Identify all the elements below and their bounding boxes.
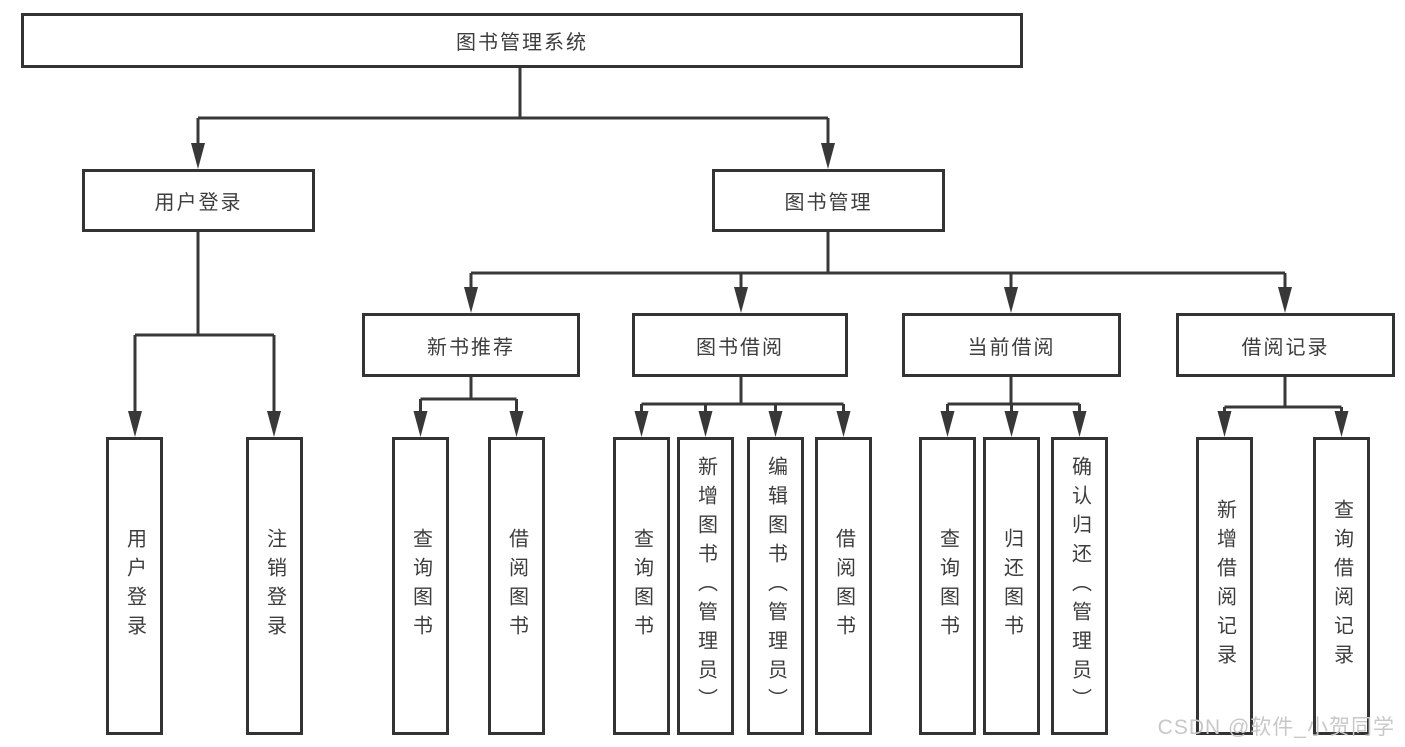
node-new-book-recommend-label: 新书推荐 <box>427 336 515 359</box>
leaf-query-books-recommend-label: 查询图书 <box>409 528 432 644</box>
leaf-add-book-admin: 新增图书（管理员） <box>677 437 734 735</box>
leaf-return-book-label: 归还图书 <box>1000 528 1023 644</box>
leaf-add-book-admin-label: 新增图书（管理员） <box>694 455 717 717</box>
leaf-query-books-borrow-label: 查询图书 <box>630 528 653 644</box>
leaf-add-borrow-record: 新增借阅记录 <box>1196 437 1253 735</box>
leaf-return-book: 归还图书 <box>983 437 1040 735</box>
node-book-management: 图书管理 <box>712 169 945 232</box>
node-user-login-label: 用户登录 <box>154 192 243 214</box>
leaf-query-borrow-record-label: 查询借阅记录 <box>1330 499 1353 673</box>
node-book-borrow: 图书借阅 <box>632 313 848 377</box>
leaf-borrow-books-2: 借阅图书 <box>815 437 872 735</box>
leaf-user-login: 用户登录 <box>106 437 163 735</box>
leaf-query-borrow-record: 查询借阅记录 <box>1313 437 1370 735</box>
node-borrow-records-label: 借阅记录 <box>1241 336 1330 359</box>
leaf-user-login-label: 用户登录 <box>123 528 146 644</box>
node-book-borrow-label: 图书借阅 <box>696 336 784 359</box>
node-root: 图书管理系统 <box>21 13 1023 68</box>
node-user-login: 用户登录 <box>82 169 315 232</box>
leaf-borrow-books-recommend: 借阅图书 <box>488 437 545 735</box>
arrowheads <box>128 143 1349 437</box>
leaf-logout: 注销登录 <box>246 437 303 735</box>
leaf-logout-label: 注销登录 <box>263 528 286 644</box>
leaf-confirm-return-admin-label: 确认归还（管理员） <box>1068 455 1091 717</box>
leaf-edit-book-admin-label: 编辑图书（管理员） <box>764 455 787 717</box>
node-book-management-label: 图书管理 <box>784 192 873 214</box>
leaf-add-borrow-record-label: 新增借阅记录 <box>1213 499 1236 673</box>
leaf-query-books-current: 查询图书 <box>919 437 976 735</box>
node-new-book-recommend: 新书推荐 <box>362 313 580 377</box>
node-current-borrow-label: 当前借阅 <box>967 336 1056 359</box>
watermark: CSDN @软件_小贺同学 <box>1157 716 1395 739</box>
leaf-borrow-books-recommend-label: 借阅图书 <box>505 528 528 644</box>
node-borrow-records: 借阅记录 <box>1176 313 1395 377</box>
leaf-query-books-current-label: 查询图书 <box>936 528 959 644</box>
leaf-query-books-borrow: 查询图书 <box>613 437 670 735</box>
node-root-label: 图书管理系统 <box>456 32 588 54</box>
node-current-borrow: 当前借阅 <box>902 313 1121 377</box>
leaf-edit-book-admin: 编辑图书（管理员） <box>747 437 804 735</box>
leaf-borrow-books-2-label: 借阅图书 <box>832 528 855 644</box>
leaf-query-books-recommend: 查询图书 <box>392 437 449 735</box>
leaf-confirm-return-admin: 确认归还（管理员） <box>1051 437 1108 735</box>
